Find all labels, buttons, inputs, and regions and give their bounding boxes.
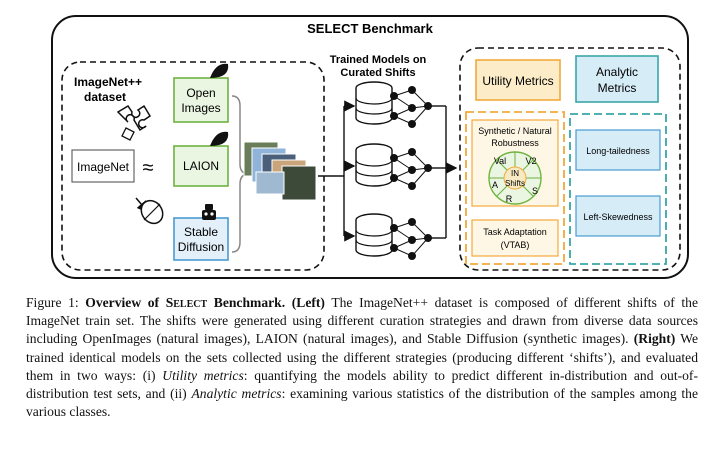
figure-title: SELECT Benchmark — [307, 21, 433, 36]
dataset-label-line2: dataset — [84, 90, 126, 104]
wheel-a: A — [492, 180, 498, 190]
wheel-center-1: IN — [511, 169, 519, 178]
caption-title: Overview of Select Benchmark. — [85, 295, 286, 310]
openimages-label-2: Images — [181, 101, 220, 115]
wheel-val: Val — [494, 156, 506, 166]
caption-left: (Left) — [291, 295, 325, 310]
leaf-icon — [210, 63, 229, 78]
wheel-center-2: Shifts — [505, 179, 525, 188]
diffusion-label: Diffusion — [178, 240, 224, 254]
model-2 — [355, 143, 432, 190]
approx-symbol: ≈ — [143, 157, 154, 179]
openimages-box — [173, 77, 229, 123]
model-3 — [355, 213, 432, 260]
image-stack — [243, 141, 317, 201]
model-1 — [355, 81, 432, 128]
laion-label: LAION — [183, 159, 219, 173]
analytic-group — [569, 113, 667, 265]
caption-analytic: Analytic metrics — [191, 386, 282, 402]
imagenetpp-panel — [61, 61, 325, 271]
models-label-1: Trained Models on — [330, 54, 427, 66]
imagenet-label: ImageNet — [77, 160, 130, 174]
benchmark-diagram: SELECT Benchmark ImageNet++ dataset Imag… — [51, 15, 689, 279]
left-skewedness-box — [575, 195, 661, 237]
wheel-v2: V2 — [525, 156, 536, 166]
figure-caption: Figure 1: Overview of Select Benchmark. … — [26, 294, 698, 421]
openimages-label-1: Open — [186, 86, 215, 100]
metrics-panel — [459, 47, 681, 271]
caption-utility: Utility metrics — [162, 367, 244, 383]
outer-frame — [51, 15, 689, 279]
robot-icon — [202, 204, 216, 220]
caption-right: (Right) — [633, 331, 676, 347]
task-adaptation-box — [471, 219, 559, 257]
dataset-label-line1: ImageNet++ — [74, 75, 142, 89]
ball-icon — [140, 199, 164, 225]
analytic-title-2: Metrics — [598, 81, 637, 95]
caption-text-3: : quantifying the models ability to pred… — [26, 367, 698, 402]
puzzle-icon — [116, 104, 152, 141]
task-label-2: (VTAB) — [501, 240, 530, 250]
wheel-s: S — [532, 186, 538, 196]
caption-text-2: We trained identical models on the sets … — [26, 331, 699, 383]
robustness-label-2: Robustness — [491, 138, 539, 148]
imagenet-box — [71, 149, 135, 183]
utility-group — [465, 111, 565, 265]
analytic-title-1: Analytic — [596, 65, 638, 79]
task-label-1: Task Adaptation — [483, 227, 547, 237]
long-tailedness-box — [575, 129, 661, 171]
caption-text-4: : examining various statistics of the di… — [26, 386, 699, 420]
robustness-label-1: Synthetic / Natural — [478, 126, 552, 136]
leaf-icon-2 — [210, 131, 229, 146]
long-tailedness-label: Long-tailedness — [586, 146, 650, 156]
analytic-header — [575, 55, 659, 103]
utility-header — [475, 59, 561, 101]
caption-text-1: The ImageNet++ dataset is composed of di… — [26, 295, 698, 347]
laion-box — [173, 145, 229, 187]
shift-wheel — [488, 151, 542, 205]
caption-fig-label: Figure 1: — [26, 295, 79, 310]
wheel-r: R — [506, 194, 513, 204]
benchmark-figure: SELECT Benchmark ImageNet++ dataset Imag… — [51, 15, 689, 279]
utility-title: Utility Metrics — [482, 74, 553, 88]
models-label-2: Curated Shifts — [340, 67, 415, 79]
stable-diffusion-box — [173, 217, 229, 261]
stable-label: Stable — [184, 225, 218, 239]
left-skewedness-label: Left-Skewedness — [583, 212, 653, 222]
